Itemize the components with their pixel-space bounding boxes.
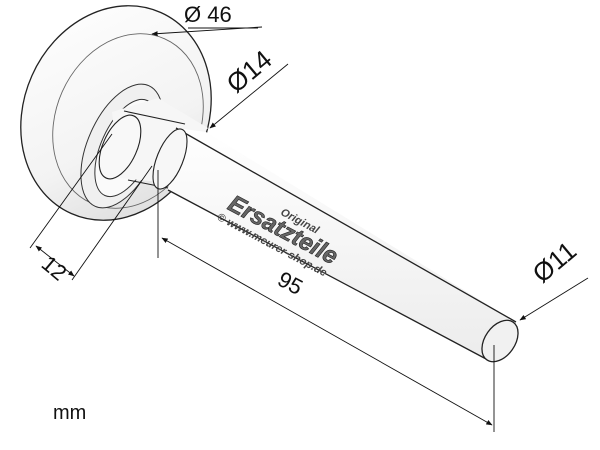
axle-diameter-dimension: Ø11: [519, 235, 589, 321]
wheel-width-label: 12: [37, 251, 72, 286]
bearing-hub: [98, 98, 208, 189]
bearing-diameter-dimension: Ø14: [209, 44, 289, 129]
axle-length-label: 95: [274, 266, 307, 300]
unit-label: mm: [53, 402, 87, 424]
bearing-diameter-label: Ø14: [221, 44, 278, 99]
axle-diameter-label: Ø11: [527, 235, 582, 288]
wheel-diameter-dimension: Ø 46: [151, 2, 263, 37]
wheel-diameter-label: Ø 46: [184, 2, 232, 27]
